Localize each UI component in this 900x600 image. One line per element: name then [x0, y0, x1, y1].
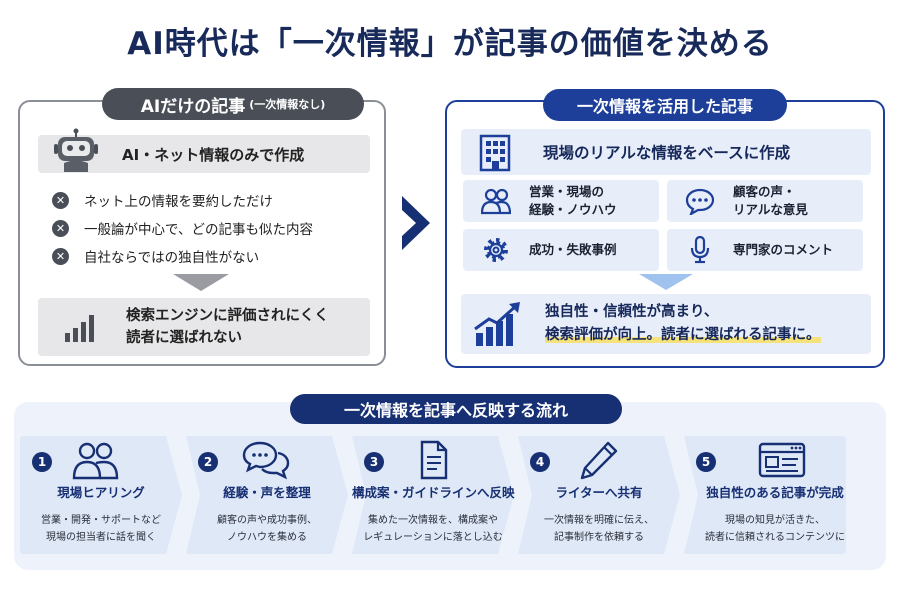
document-icon	[420, 440, 448, 480]
highlight-text: 読者に選ばれる記事に。	[661, 327, 821, 343]
step-desc-line-2: 記事制作を依頼する	[554, 532, 644, 543]
step-description: 営業・開発・サポートなど 現場の担当者に話を聞く	[20, 512, 182, 546]
step-chevron-shape	[684, 436, 846, 554]
step-number: 2	[198, 452, 218, 472]
list-item: ✕ 自社ならではの独自性がない	[52, 242, 313, 270]
step-description: 顧客の声や成功事例、 ノウハウを集める	[186, 512, 348, 546]
step-title: ライターへ共有	[555, 485, 643, 500]
growth-chart-icon	[474, 302, 520, 346]
step-title: 現場ヒアリング	[57, 485, 145, 500]
flow-step: 2 経験・声を整理 顧客の声や成功事例、 ノウハウを集める	[186, 436, 348, 554]
info-source-card: 成功・失敗事例	[463, 229, 659, 271]
browser-window-icon	[758, 442, 806, 478]
step-desc-line-2: レギュレーションに落とし込む	[363, 532, 503, 543]
info-source-line-1: 営業・現場の	[529, 184, 605, 199]
step-number: 3	[364, 452, 384, 472]
primary-info-tag: 一次情報を活用した記事	[543, 89, 787, 121]
info-source-line-1: 成功・失敗事例	[529, 242, 617, 257]
step-chevron-shape	[20, 436, 182, 554]
flow-step: 4 ライターへ共有 一次情報を明確に伝え、 記事制作を依頼する	[518, 436, 680, 554]
speech-bubble-icon	[685, 188, 715, 215]
down-arrow-icon	[639, 274, 693, 290]
people-icon	[481, 188, 511, 215]
x-mark-icon: ✕	[52, 247, 69, 265]
step-chevron-shape	[186, 436, 348, 554]
page-title: AI時代は「一次情報」が記事の価値を決める	[127, 26, 773, 62]
ai-only-tag-label: AIだけの記事	[140, 96, 246, 117]
info-source-card: 顧客の声・ リアルな意見	[667, 180, 863, 222]
step-desc-line-2: 現場の担当者に話を聞く	[46, 532, 156, 543]
ai-only-heading-text: AI・ネット情報のみで作成	[122, 145, 305, 164]
info-source-card: 専門家のコメント	[667, 229, 863, 271]
step-description: 集めた一次情報を、構成案や レギュレーションに落とし込む	[352, 512, 514, 546]
step-number: 1	[32, 452, 52, 472]
microphone-icon	[690, 236, 710, 264]
step-chevron-shape	[518, 436, 680, 554]
step-title: 独自性のある記事が完成	[706, 485, 844, 500]
bullet-text: 一般論が中心で、どの記事も似た内容	[84, 222, 313, 238]
flow-step: 3 構成案・ガイドラインへ反映 集めた一次情報を、構成案や レギュレーションに落…	[352, 436, 515, 554]
down-arrow-icon	[173, 274, 229, 291]
step-number: 4	[530, 452, 550, 472]
result-line-1: 独自性・信頼性が高まり、	[545, 304, 719, 320]
primary-info-heading-text: 現場のリアルな情報をベースに作成	[543, 144, 791, 162]
list-item: ✕ 一般論が中心で、どの記事も似た内容	[52, 214, 313, 242]
info-source-text: 専門家のコメント	[733, 241, 833, 259]
gear-icon	[484, 238, 508, 262]
flow-tag: 一次情報を記事へ反映する流れ	[290, 394, 622, 424]
info-source-line-2: 経験・ノウハウ	[529, 202, 617, 217]
chat-bubbles-icon	[242, 441, 290, 480]
ai-only-tag-sub: (一次情報なし)	[249, 98, 326, 111]
ai-only-heading: AI・ネット情報のみで作成	[38, 128, 370, 173]
step-desc-line-1: 一次情報を明確に伝え、	[544, 515, 654, 526]
ai-only-result: 検索エンジンに評価されにくく 読者に選ばれない	[38, 298, 370, 356]
result-line-1: 検索エンジンに評価されにくく	[126, 308, 329, 324]
step-number: 5	[696, 452, 716, 472]
flow-step: 1 現場ヒアリング 営業・開発・サポートなど 現場の担当者に話を聞く	[20, 436, 182, 554]
step-title: 経験・声を整理	[223, 485, 311, 500]
primary-info-result-text: 独自性・信頼性が高まり、 検索評価が向上。読者に選ばれる記事に。	[545, 301, 821, 347]
info-source-text: 顧客の声・ リアルな意見	[733, 183, 808, 219]
highlight-text: 検索評価が向上。	[545, 327, 661, 343]
result-line-2: 検索評価が向上。読者に選ばれる記事に。	[545, 324, 821, 347]
info-source-card: 営業・現場の 経験・ノウハウ	[463, 180, 659, 222]
info-source-line-1: 専門家のコメント	[733, 242, 834, 257]
flow-step: 5 独自性のある記事が完成 現場の知見が活きた、 読者に信頼されるコンテンツに	[684, 436, 846, 554]
step-description: 現場の知見が活きた、 読者に信頼されるコンテンツに	[694, 512, 856, 546]
step-description: 一次情報を明確に伝え、 記事制作を依頼する	[518, 512, 680, 546]
step-title: 構成案・ガイドラインへ反映	[352, 485, 515, 500]
bar-chart-icon	[65, 315, 94, 342]
robot-icon	[54, 128, 98, 172]
primary-info-article-panel: 一次情報を活用した記事 現場のリアルな情報をベースに作成 営業・現場の 経験・ノ…	[445, 89, 885, 368]
x-mark-icon: ✕	[52, 219, 69, 237]
step-desc-line-1: 集めた一次情報を、構成案や	[368, 515, 498, 526]
step-chevron-shape	[352, 436, 514, 554]
people-icon	[72, 442, 119, 480]
info-source-line-1: 顧客の声・	[733, 184, 796, 199]
bullet-text: ネット上の情報を要約しただけ	[84, 194, 273, 210]
pen-icon	[580, 441, 618, 480]
step-desc-line-2: 読者に信頼されるコンテンツに	[705, 532, 845, 543]
bullet-text: 自社ならではの独自性がない	[84, 250, 260, 266]
step-desc-line-1: 現場の知見が活きた、	[725, 515, 825, 526]
primary-info-result: 独自性・信頼性が高まり、 検索評価が向上。読者に選ばれる記事に。	[461, 294, 871, 354]
ai-only-article-panel: AIだけの記事 (一次情報なし) AI・ネット情報のみで作成 ✕ ネット上の情報…	[18, 88, 386, 366]
info-source-line-2: リアルな意見	[733, 202, 808, 217]
step-desc-line-1: 顧客の声や成功事例、	[217, 515, 317, 526]
building-icon	[479, 134, 511, 172]
step-desc-line-1: 営業・開発・サポートなど	[41, 515, 161, 526]
ai-only-bullet-list: ✕ ネット上の情報を要約しただけ ✕ 一般論が中心で、どの記事も似た内容 ✕ 自…	[52, 186, 313, 270]
ai-only-tag: AIだけの記事 (一次情報なし)	[102, 88, 364, 120]
info-source-text: 営業・現場の 経験・ノウハウ	[529, 183, 617, 219]
list-item: ✕ ネット上の情報を要約しただけ	[52, 186, 313, 214]
primary-info-heading: 現場のリアルな情報をベースに作成	[461, 129, 871, 175]
result-line-2: 読者に選ばれない	[126, 330, 242, 346]
right-chevron-icon	[402, 196, 430, 250]
info-source-text: 成功・失敗事例	[529, 241, 617, 259]
step-desc-line-2: ノウハウを集める	[227, 532, 307, 543]
x-mark-icon: ✕	[52, 191, 69, 209]
ai-only-result-text: 検索エンジンに評価されにくく 読者に選ばれない	[126, 305, 329, 349]
